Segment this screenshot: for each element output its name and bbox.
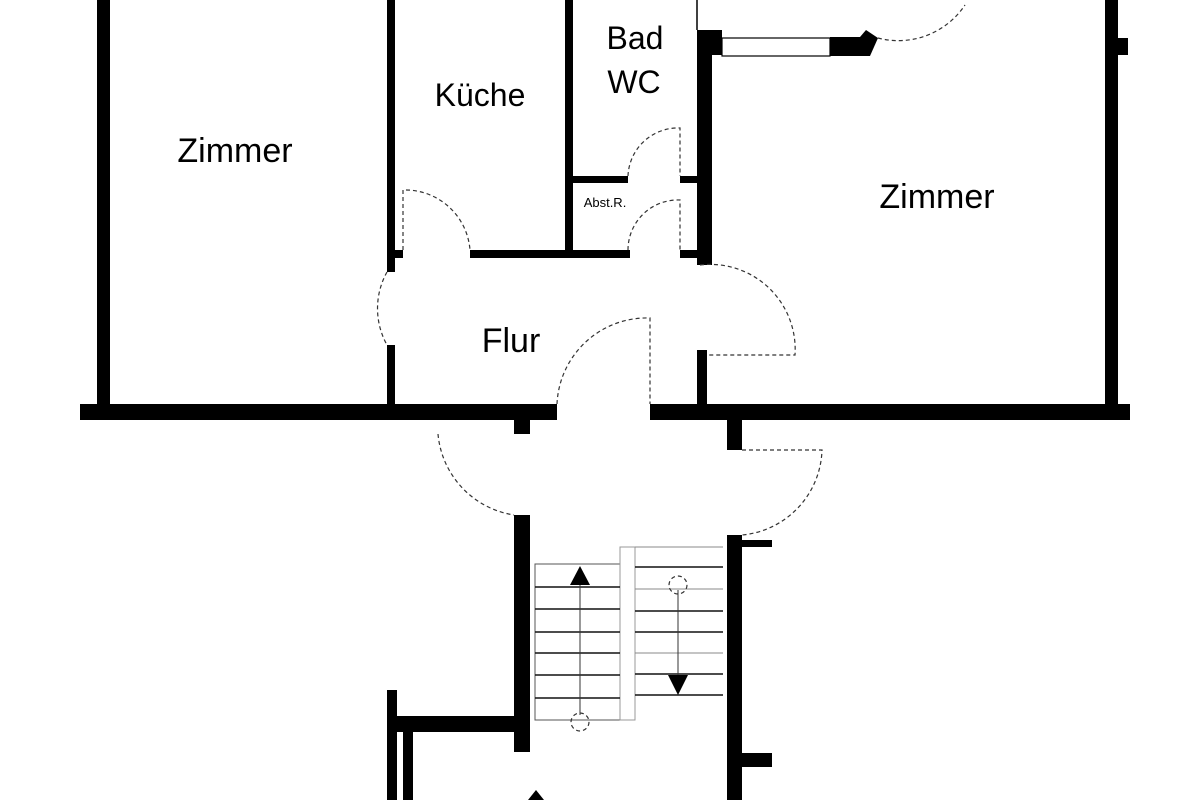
- room-label-wc: WC: [607, 64, 660, 100]
- room-label-flur: Flur: [482, 322, 541, 360]
- doors: [376, 4, 966, 536]
- room-label-kueche: Küche: [435, 77, 526, 113]
- arrow-up-icon: [528, 790, 544, 800]
- room-labels: Zimmer Küche Bad WC Abst.R. Flur Zimmer: [177, 20, 994, 360]
- stair-steps-up: [535, 586, 620, 699]
- arrow-up-icon: [570, 566, 590, 585]
- stair-steps-down: [635, 546, 723, 696]
- room-label-bad: Bad: [607, 20, 664, 56]
- staircase: [528, 546, 723, 800]
- windows: [696, 0, 831, 57]
- room-label-zimmer-right: Zimmer: [879, 178, 994, 216]
- walls: [80, 0, 1130, 800]
- room-label-zimmer-left: Zimmer: [177, 132, 292, 170]
- room-label-abstellraum: Abst.R.: [584, 195, 627, 210]
- arrow-down-icon: [668, 675, 688, 695]
